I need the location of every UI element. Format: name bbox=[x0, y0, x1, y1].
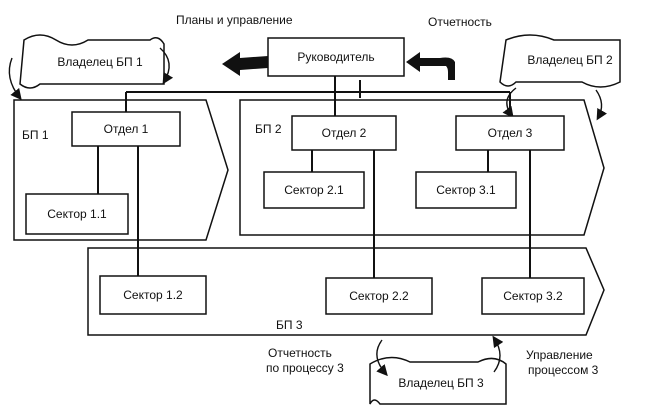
director-label: Руководитель bbox=[297, 50, 375, 64]
management-p3-line2: процессом 3 bbox=[528, 363, 599, 377]
sector32-box bbox=[481, 277, 585, 315]
dept2-box bbox=[291, 115, 397, 151]
sector12-box bbox=[99, 275, 207, 315]
hierarchy-lines bbox=[97, 76, 531, 278]
sector31-label: Сектор 3.1 bbox=[436, 183, 496, 197]
dept1-box bbox=[71, 111, 181, 147]
reporting-p3-line2: по процессу 3 bbox=[266, 361, 344, 375]
owner-bp1-label: Владелец БП 1 bbox=[57, 55, 143, 69]
dept2-label: Отдел 2 bbox=[321, 126, 367, 140]
bp3-label: БП 3 bbox=[276, 318, 303, 332]
curl-arrow-bp1-right bbox=[159, 47, 174, 85]
reporting-p3-line1: Отчетность bbox=[268, 346, 332, 360]
plans-label: Планы и управление bbox=[176, 13, 293, 27]
reporting-arrow bbox=[406, 52, 455, 80]
director-box bbox=[267, 37, 405, 77]
sector22-box bbox=[325, 277, 433, 315]
owner-bp1-banner bbox=[19, 34, 165, 89]
bp2-label: БП 2 bbox=[255, 122, 282, 136]
owner-bp2-label: Владелец БП 2 bbox=[527, 53, 613, 67]
sector11-label: Сектор 1.1 bbox=[47, 207, 107, 221]
curl-arrow-bp3-left bbox=[376, 339, 388, 377]
sector32-label: Сектор 3.2 bbox=[503, 289, 563, 303]
dept3-box bbox=[455, 115, 565, 151]
management-p3-line1: Управление bbox=[526, 348, 593, 362]
owner-bp2-banner bbox=[499, 34, 621, 88]
owner-bp3-label: Владелец БП 3 bbox=[398, 376, 484, 390]
dept1-label: Отдел 1 bbox=[103, 122, 149, 136]
curl-arrow-bp3-right bbox=[492, 335, 504, 373]
curl-arrow-bp1-left bbox=[8, 57, 22, 101]
sector11-box bbox=[25, 193, 129, 235]
owner-bp3-banner bbox=[369, 356, 507, 405]
curl-arrow-bp2-right bbox=[595, 89, 608, 121]
sector21-box bbox=[263, 171, 365, 209]
reporting-label: Отчетность bbox=[428, 15, 492, 29]
sector21-label: Сектор 2.1 bbox=[284, 183, 344, 197]
sector31-box bbox=[415, 171, 517, 209]
sector12-label: Сектор 1.2 bbox=[123, 288, 183, 302]
sector22-label: Сектор 2.2 bbox=[349, 289, 409, 303]
dept3-label: Отдел 3 bbox=[487, 126, 533, 140]
bp1-label: БП 1 bbox=[22, 128, 49, 142]
plans-arrow bbox=[222, 52, 268, 76]
